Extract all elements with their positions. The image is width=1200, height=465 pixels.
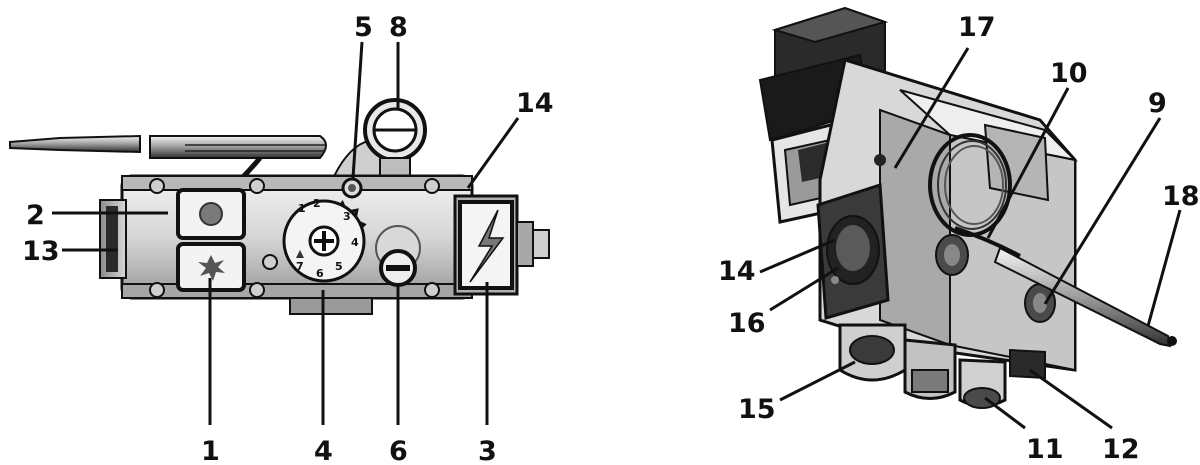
perspective-view-leaders: [759, 47, 1182, 430]
callout-15: 15: [738, 394, 776, 425]
sensing-bulb: [993, 246, 1177, 348]
callout-12: 12: [1102, 434, 1140, 465]
front-view-leaders: [52, 41, 520, 425]
flame-mark-icon: [296, 250, 304, 258]
side-ports: [935, 234, 1056, 323]
valve-front-view: 1 2 3 4 5 6 7: [9, 98, 550, 315]
dial-number-3: 3: [343, 210, 351, 223]
dial-number-5: 5: [335, 260, 343, 273]
callout-3: 3: [478, 436, 497, 465]
callout-1: 1: [201, 436, 220, 465]
callout-8: 8: [389, 12, 408, 43]
perspective-view-callouts: 9 10 11 12 14 16 15 17 18: [718, 12, 1200, 465]
callout-11: 11: [1026, 434, 1064, 465]
callout-6: 6: [389, 436, 408, 465]
lightning-bolt-icon: [469, 209, 505, 283]
front-view-callouts: 1 2 3 4 5 6 8 13 14: [22, 12, 554, 465]
dial-number-7: 7: [296, 260, 304, 273]
callout-18: 18: [1162, 181, 1200, 212]
callout-14: 14: [516, 88, 554, 119]
callout-4: 4: [314, 436, 333, 465]
dial-number-1: 1: [298, 202, 306, 215]
temperature-dial[interactable]: 1 2 3 4 5 6 7: [282, 197, 367, 283]
adjustment-screw[interactable]: [341, 177, 363, 199]
bottom-fittings: [838, 323, 1046, 409]
callout-16: 16: [728, 308, 766, 339]
capillary-coil: [928, 133, 1021, 258]
pilot-button[interactable]: [176, 188, 246, 240]
top-ring-fitting: [328, 98, 427, 187]
red-dot-button-icon: [199, 202, 223, 226]
capillary-tube: [9, 134, 327, 182]
valve-perspective-view: [758, 6, 1177, 409]
callout-2: 2: [26, 200, 45, 231]
dial-number-6: 6: [316, 267, 324, 280]
callout-10: 10: [1050, 58, 1088, 89]
callout-9: 9: [1148, 88, 1167, 119]
spark-star-icon: [198, 255, 225, 281]
piezo-igniter-housing: [453, 194, 550, 296]
pressure-test-point[interactable]: [379, 249, 417, 287]
dial-number-2: 2: [313, 197, 321, 210]
dial-number-4: 4: [351, 236, 359, 249]
callout-17: 17: [958, 12, 996, 43]
front-knob[interactable]: [816, 154, 890, 320]
callout-5: 5: [354, 12, 373, 43]
callout-14b: 14: [718, 256, 756, 287]
callout-13: 13: [22, 236, 60, 267]
